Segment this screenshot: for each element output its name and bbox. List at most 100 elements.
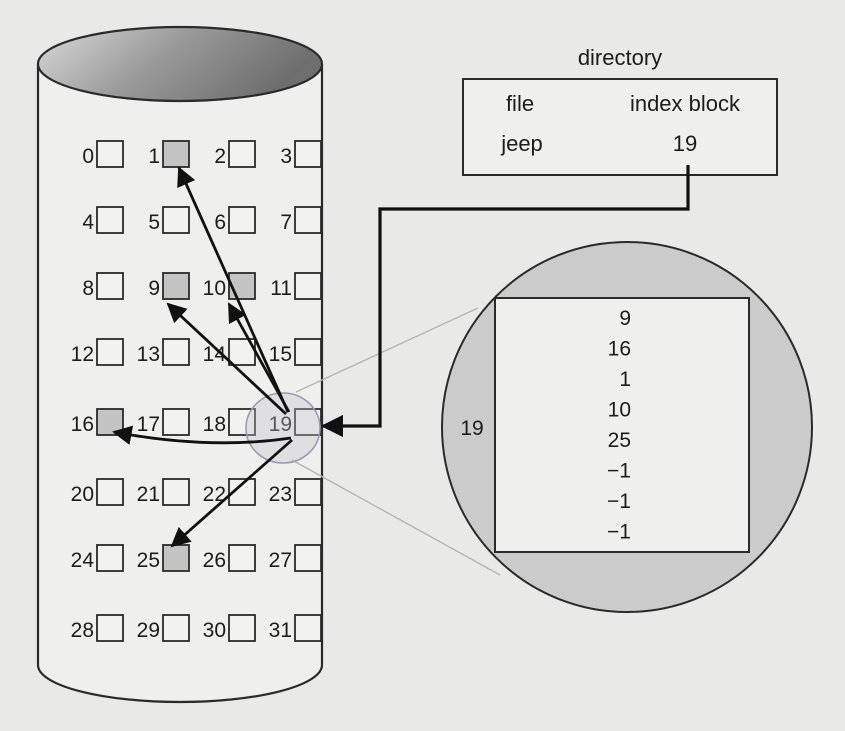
- block-square-free: [294, 206, 322, 234]
- index-entry: 9: [619, 307, 631, 330]
- block-square-free: [294, 338, 322, 366]
- disk-block-9: 9: [148, 272, 190, 300]
- magnifier-guides: [245, 307, 501, 576]
- block-square-free: [228, 206, 256, 234]
- block-number: 1: [148, 145, 160, 168]
- disk-block-17: 17: [137, 408, 190, 436]
- pointer-arrow-to-block-16: [112, 425, 292, 445]
- block-number: 27: [269, 549, 292, 572]
- disk-block-30: 30: [203, 614, 256, 642]
- disk-block-27: 27: [269, 544, 322, 572]
- block-number: 20: [71, 483, 94, 506]
- block-number: 13: [137, 343, 160, 366]
- disk-block-13: 13: [137, 338, 190, 366]
- block-number: 10: [203, 277, 226, 300]
- disk-block-25: 25: [137, 544, 190, 572]
- directory-index-value: 19: [673, 131, 697, 156]
- block-number: 23: [269, 483, 292, 506]
- disk-block-12: 12: [71, 338, 124, 366]
- block-square-free: [162, 478, 190, 506]
- block-square-free: [162, 408, 190, 436]
- block-number: 7: [280, 211, 292, 234]
- block-square-free: [294, 272, 322, 300]
- block-number: 17: [137, 413, 160, 436]
- disk-block-16: 16: [71, 408, 124, 436]
- index-block-magnifier: 19 9 16 1 10 25 −1 −1 −1: [441, 241, 813, 613]
- index-block-entries: 9 16 1 10 25 −1 −1 −1: [607, 307, 631, 544]
- disk-block-1: 1: [148, 140, 190, 168]
- disk-block-5: 5: [148, 206, 190, 234]
- index-entry: 1: [619, 368, 631, 391]
- block-number: 3: [280, 145, 292, 168]
- directory-table: directory file index block jeep 19: [462, 45, 778, 176]
- directory-file-name: jeep: [500, 131, 543, 156]
- block-number: 22: [203, 483, 226, 506]
- block-number: 6: [214, 211, 226, 234]
- disk-block-6: 6: [214, 206, 256, 234]
- disk-block-2: 2: [214, 140, 256, 168]
- index-entry: −1: [607, 521, 631, 544]
- block-square-free: [162, 206, 190, 234]
- block-square-used: [162, 272, 190, 300]
- index-entry: −1: [607, 490, 631, 513]
- block-number: 31: [269, 619, 292, 642]
- disk-block-21: 21: [137, 478, 190, 506]
- block-number: 30: [203, 619, 226, 642]
- block-square-free: [228, 544, 256, 572]
- disk-block-15: 15: [269, 338, 322, 366]
- block-square-used: [96, 408, 124, 436]
- disk-block-10: 10: [203, 272, 256, 300]
- directory-col-file: file: [506, 91, 534, 116]
- directory-col-index-block: index block: [630, 91, 741, 116]
- index-entry: 16: [608, 338, 631, 361]
- block-square-free: [96, 544, 124, 572]
- index-entry: −1: [607, 460, 631, 483]
- disk-block-18: 18: [203, 408, 256, 436]
- disk-block-26: 26: [203, 544, 256, 572]
- disk-block-24: 24: [71, 544, 124, 572]
- block-square-free: [162, 614, 190, 642]
- index-block-label: 19: [460, 417, 483, 440]
- block-square-free: [228, 614, 256, 642]
- block-square-free: [162, 338, 190, 366]
- disk-block-7: 7: [280, 206, 322, 234]
- block-number: 4: [82, 211, 94, 234]
- pointer-arrow-to-block-9: [166, 302, 287, 416]
- disk-block-29: 29: [137, 614, 190, 642]
- block-square-free: [228, 408, 256, 436]
- block-square-used: [162, 544, 190, 572]
- disk-block-19: 19: [269, 408, 322, 436]
- block-square-free: [96, 140, 124, 168]
- block-square-free: [294, 478, 322, 506]
- block-number: 26: [203, 549, 226, 572]
- block-number: 8: [82, 277, 94, 300]
- index-block-box: [494, 297, 750, 553]
- block-square-used: [162, 140, 190, 168]
- block-number: 25: [137, 549, 160, 572]
- block-number: 21: [137, 483, 160, 506]
- block-square-free: [294, 614, 322, 642]
- block-number: 5: [148, 211, 160, 234]
- directory-title: directory: [578, 45, 662, 70]
- index-entry: 10: [608, 399, 631, 422]
- block-square-free: [96, 206, 124, 234]
- pointer-arrow-to-block-10: [227, 302, 291, 413]
- disk-block-23: 23: [269, 478, 322, 506]
- block-number: 16: [71, 413, 94, 436]
- disk-block-20: 20: [71, 478, 124, 506]
- disk-block-22: 22: [203, 478, 256, 506]
- block-number: 0: [82, 145, 94, 168]
- directory-box: [462, 78, 778, 176]
- disk-block-31: 31: [269, 614, 322, 642]
- pointer-arrows: [112, 166, 293, 548]
- block-number: 12: [71, 343, 94, 366]
- block-number: 18: [203, 413, 226, 436]
- block-number: 24: [71, 549, 95, 572]
- index-entry: 25: [608, 429, 631, 452]
- disk-block-28: 28: [71, 614, 124, 642]
- block-square-used: [228, 272, 256, 300]
- block-square-free: [96, 338, 124, 366]
